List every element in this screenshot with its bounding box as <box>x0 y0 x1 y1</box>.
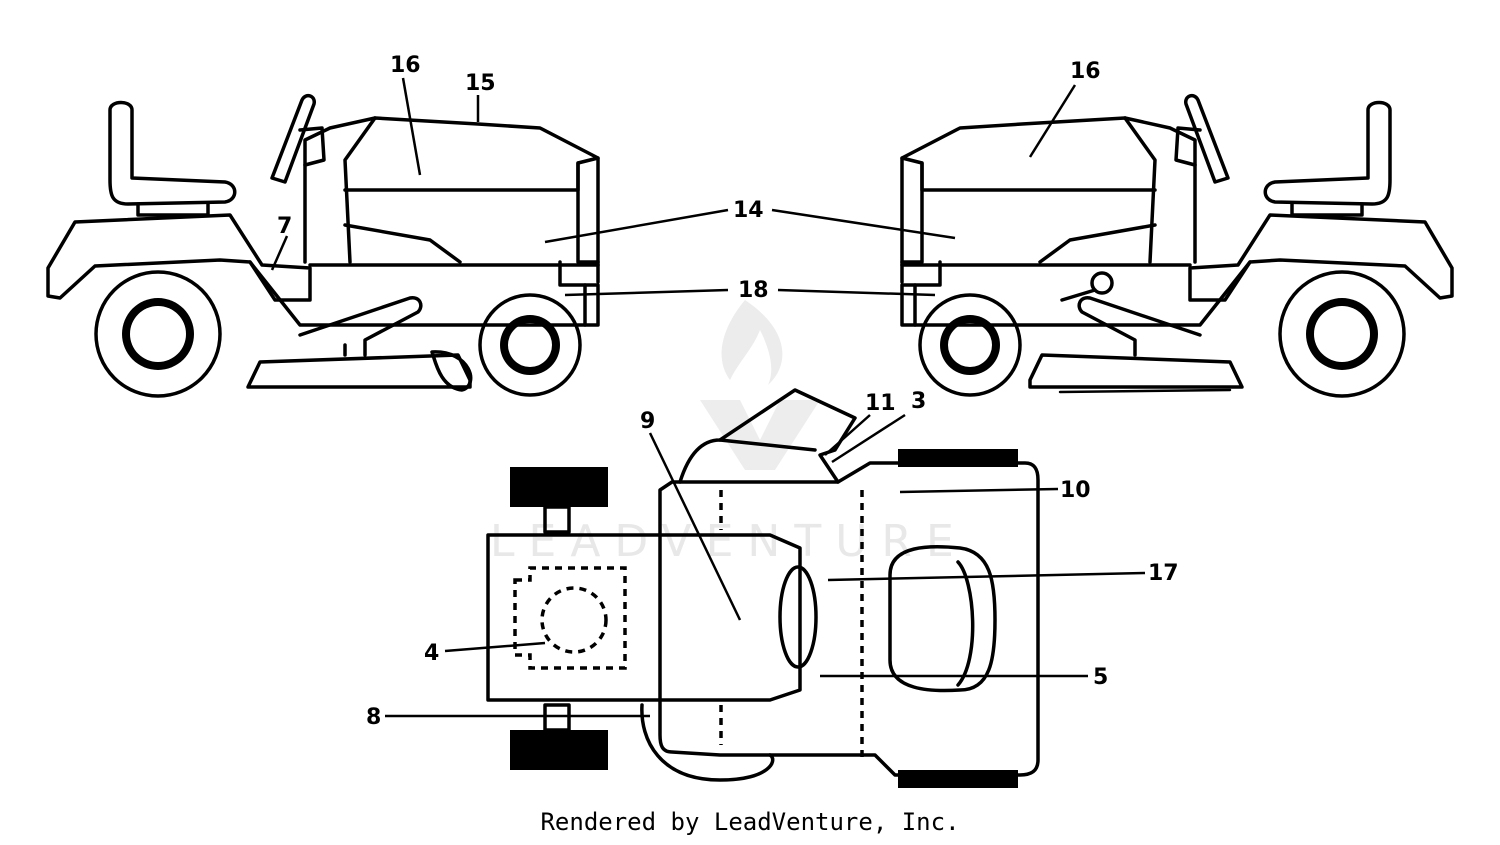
leadventure-watermark-logo <box>700 300 820 470</box>
callout-leaders <box>270 77 1146 718</box>
callout-3: 3 <box>911 389 926 414</box>
tractor-right-side-view <box>900 93 1454 398</box>
callout-11: 11 <box>865 391 896 416</box>
callout-15: 15 <box>465 71 496 96</box>
callout-8: 8 <box>366 705 381 730</box>
callout-17: 17 <box>1148 561 1179 586</box>
callout-5: 5 <box>1093 665 1108 690</box>
callout-14: 14 <box>733 198 764 223</box>
footer-credit: Rendered by LeadVenture, Inc. <box>540 808 960 836</box>
callout-10: 10 <box>1060 478 1091 503</box>
callout-16-left: 16 <box>390 53 421 78</box>
tractor-left-side-view <box>46 93 600 398</box>
callout-4: 4 <box>424 641 439 666</box>
callout-9: 9 <box>640 409 655 434</box>
callout-7: 7 <box>277 214 292 239</box>
callout-16-right: 16 <box>1070 59 1101 84</box>
tractor-top-view <box>486 388 1040 788</box>
callout-18: 18 <box>738 278 769 303</box>
